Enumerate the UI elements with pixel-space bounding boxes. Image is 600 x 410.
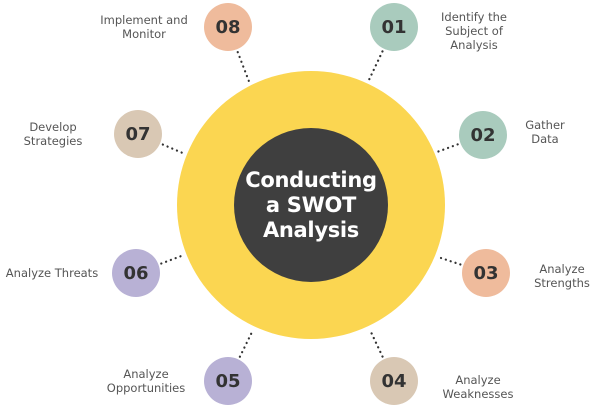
center-title: Conducting a SWOT Analysis — [234, 128, 388, 282]
step-label-03: Analyze Strengths — [534, 262, 590, 290]
step-badge-03[interactable]: 03 — [462, 249, 510, 297]
connector-line-02 — [435, 143, 459, 154]
step-label-06: Analyze Threats — [5, 266, 99, 280]
step-badge-02[interactable]: 02 — [459, 111, 507, 159]
step-badge-05[interactable]: 05 — [204, 357, 252, 405]
connector-line-01 — [366, 50, 384, 84]
connector-line-06 — [160, 253, 186, 265]
connector-line-03 — [439, 256, 462, 266]
connector-line-04 — [368, 328, 384, 358]
step-label-04: Analyze Weaknesses — [442, 373, 514, 401]
step-badge-06[interactable]: 06 — [112, 249, 160, 297]
step-badge-07[interactable]: 07 — [114, 110, 162, 158]
step-label-05: Analyze Opportunities — [106, 367, 186, 395]
step-label-07: Develop Strategies — [23, 120, 83, 148]
step-label-08: Implement and Monitor — [100, 13, 188, 41]
step-badge-08[interactable]: 08 — [204, 3, 252, 51]
step-label-02: Gather Data — [525, 118, 565, 146]
connector-line-08 — [236, 51, 252, 86]
step-badge-04[interactable]: 04 — [370, 357, 418, 405]
step-badge-01[interactable]: 01 — [370, 3, 418, 51]
connector-line-05 — [238, 328, 255, 358]
connector-line-07 — [161, 143, 187, 156]
step-label-01: Identify the Subject of Analysis — [441, 10, 507, 52]
